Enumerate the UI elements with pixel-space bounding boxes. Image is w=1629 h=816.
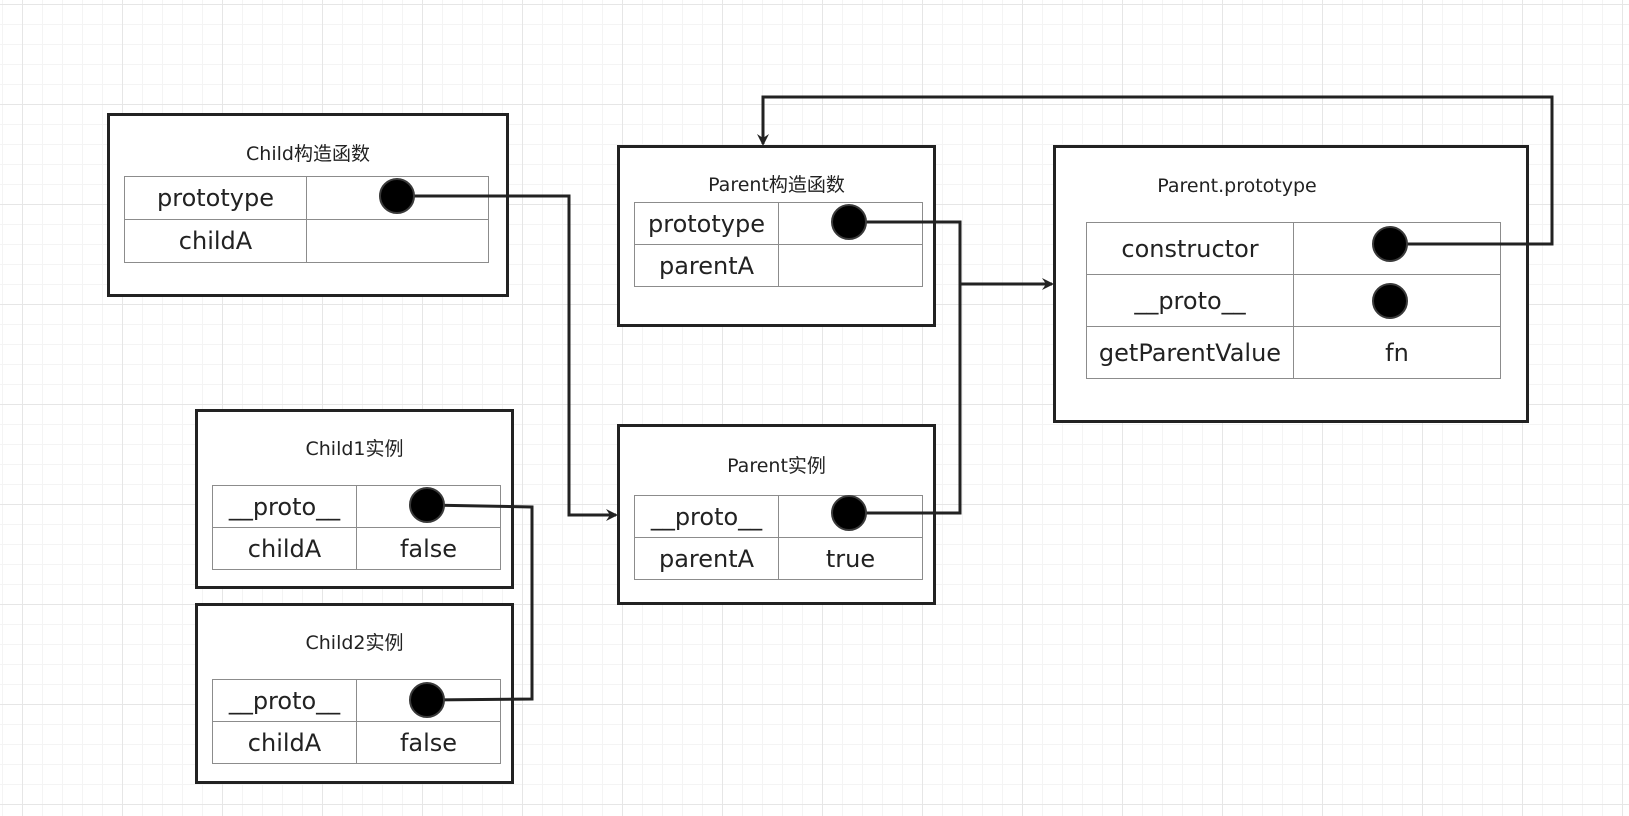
table-row: constructor: [1086, 222, 1501, 275]
prop-key: prototype: [634, 202, 779, 245]
parent-constructor-props: prototype parentA: [634, 202, 923, 287]
table-row: __proto__: [212, 485, 501, 528]
prop-value: true: [778, 537, 923, 580]
table-row: parentA: [634, 244, 923, 287]
table-row: __proto__: [1086, 274, 1501, 327]
child1-instance-box: Child1实例 __proto__ childA false: [195, 409, 514, 589]
prop-key: __proto__: [1086, 274, 1294, 327]
prop-key: __proto__: [212, 485, 357, 528]
parent-instance-title: Parent实例: [727, 455, 826, 477]
child-constructor-title: Child构造函数: [246, 143, 370, 165]
child1-instance-props: __proto__ childA false: [212, 485, 501, 570]
prop-value: [306, 219, 489, 263]
prop-key: prototype: [124, 176, 307, 220]
prop-key: constructor: [1086, 222, 1294, 275]
table-row: getParentValue fn: [1086, 326, 1501, 379]
prop-value: fn: [1293, 326, 1501, 379]
table-row: prototype: [124, 176, 489, 220]
child2-instance-title: Child2实例: [305, 632, 404, 654]
parent-instance-box: Parent实例 __proto__ parentA true: [617, 424, 936, 605]
parent-instance-props: __proto__ parentA true: [634, 495, 923, 580]
child2-instance-props: __proto__ childA false: [212, 679, 501, 764]
prop-key: childA: [212, 527, 357, 570]
table-row: __proto__: [212, 679, 501, 722]
parent-constructor-title: Parent构造函数: [708, 174, 845, 196]
prop-value-pointer: [356, 679, 501, 722]
table-row: parentA true: [634, 537, 923, 580]
prop-value-pointer: [306, 176, 489, 220]
prop-value: false: [356, 527, 501, 570]
prop-value-pointer: [1293, 222, 1501, 275]
parent-constructor-box: Parent构造函数 prototype parentA: [617, 145, 936, 327]
prop-key: parentA: [634, 537, 779, 580]
table-row: prototype: [634, 202, 923, 245]
parent-prototype-title: Parent.prototype: [1157, 175, 1317, 197]
prop-key: getParentValue: [1086, 326, 1294, 379]
prop-key: childA: [124, 219, 307, 263]
table-row: childA false: [212, 721, 501, 764]
child-constructor-box: Child构造函数 prototype childA: [107, 113, 509, 297]
child1-instance-title: Child1实例: [305, 438, 404, 460]
child2-instance-box: Child2实例 __proto__ childA false: [195, 603, 514, 784]
prop-value-pointer: [778, 495, 923, 538]
table-row: __proto__: [634, 495, 923, 538]
table-row: childA: [124, 219, 489, 263]
prop-value-pointer: [356, 485, 501, 528]
parent-prototype-props: constructor __proto__ getParentValue fn: [1086, 222, 1501, 379]
prop-value-pointer: [1293, 274, 1501, 327]
prop-value: [778, 244, 923, 287]
prop-value-pointer: [778, 202, 923, 245]
prop-key: parentA: [634, 244, 779, 287]
prop-key: __proto__: [634, 495, 779, 538]
prop-value: false: [356, 721, 501, 764]
prop-key: childA: [212, 721, 357, 764]
prop-key: __proto__: [212, 679, 357, 722]
parent-prototype-box: Parent.prototype constructor __proto__ g…: [1053, 145, 1529, 423]
table-row: childA false: [212, 527, 501, 570]
child-constructor-props: prototype childA: [124, 176, 489, 263]
